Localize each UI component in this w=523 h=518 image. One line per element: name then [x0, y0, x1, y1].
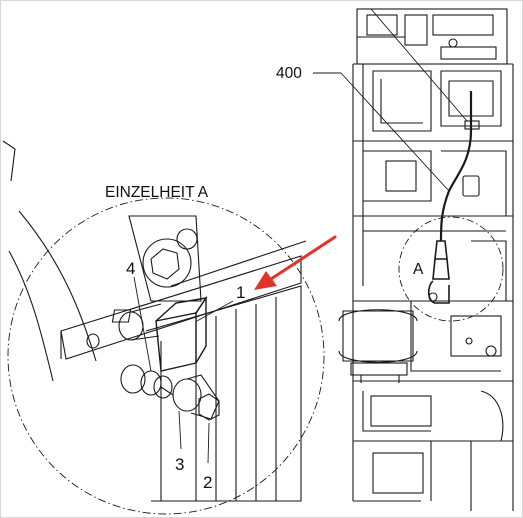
callout-1: 1: [236, 283, 245, 302]
detail-a-marker-circle: [398, 216, 504, 322]
callout-400: 400: [276, 65, 302, 82]
callout-3: 3: [175, 455, 184, 474]
detail-bracket-assembly: [2, 140, 307, 502]
detail-view-circle: [7, 197, 325, 515]
detail-marker-a: A: [413, 261, 424, 278]
engine-assembly: [338, 8, 514, 511]
callout-4: 4: [126, 259, 135, 278]
leader-400: [313, 8, 468, 192]
detail-leaders: [133, 276, 234, 464]
callout-2: 2: [203, 473, 212, 492]
red-indicator-arrow: [254, 235, 337, 290]
detail-title: EINZELHEIT A: [105, 184, 209, 201]
